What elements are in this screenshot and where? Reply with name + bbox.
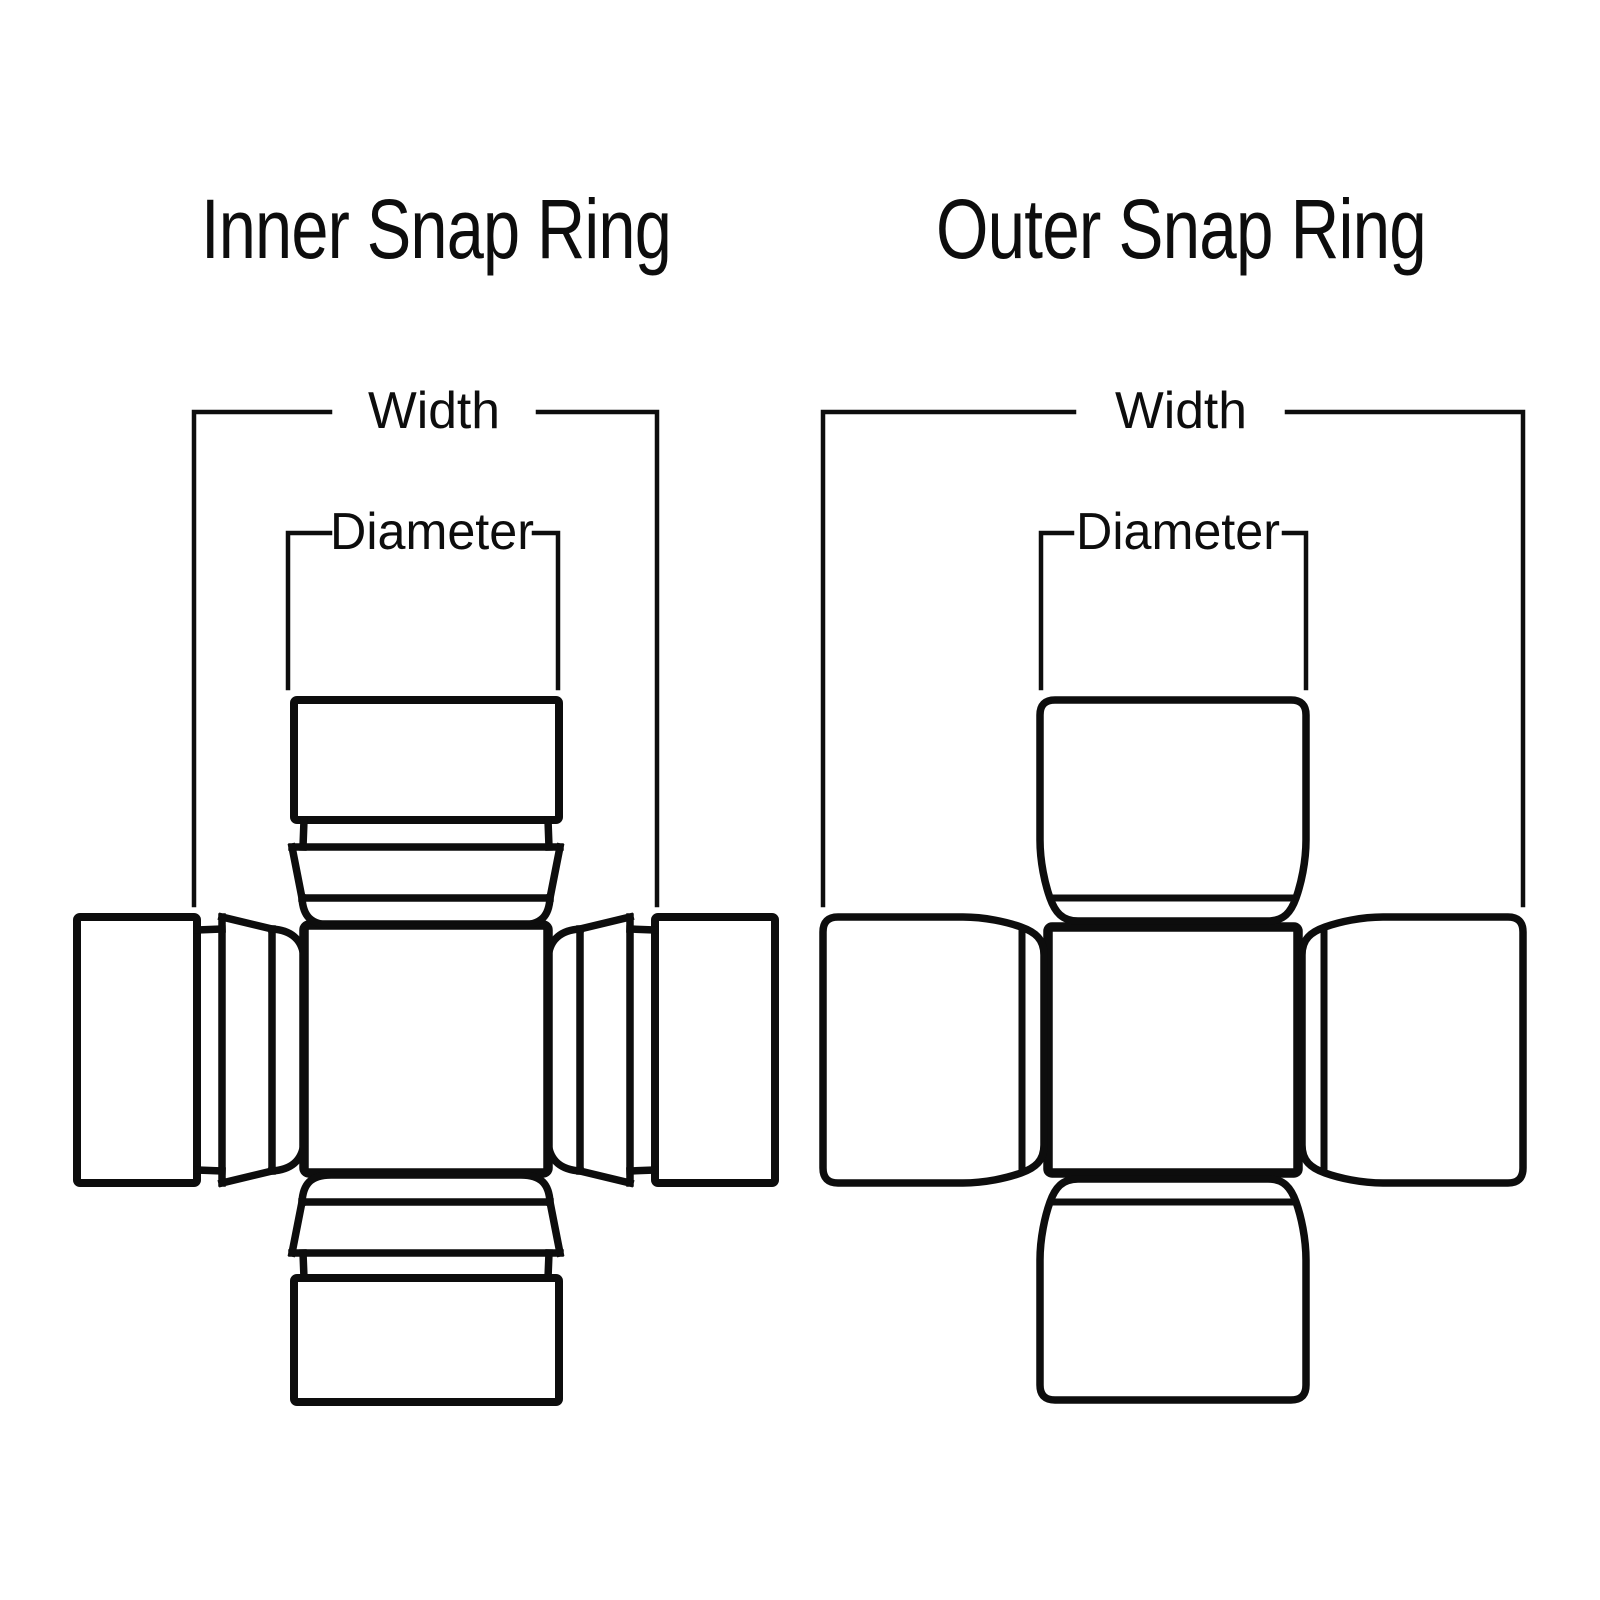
inner-diameter-label: Diameter (330, 503, 534, 561)
inner-right-snap-ring-groove (626, 925, 659, 1175)
outer-width-label: Width (1115, 382, 1247, 440)
inner-bottom-snap-ring-groove (299, 1249, 553, 1282)
outer-diameter-bracket-left (1038, 530, 1075, 691)
inner-width-bracket-right (535, 409, 660, 908)
inner-bottom-snap-ring (287, 1197, 565, 1258)
outer-bottom-bearing-cap (1036, 1175, 1310, 1404)
inner-top-snap-ring (287, 842, 565, 903)
inner-left-trunnion-transition (268, 925, 308, 1175)
inner-width-bracket-left (191, 409, 333, 908)
inner-right-bearing-cap (651, 913, 779, 1187)
outer-width-bracket-left (820, 409, 1077, 908)
outer-diameter-label: Diameter (1076, 503, 1280, 561)
inner-diameter-bracket-left (285, 530, 333, 691)
outer-top-bearing-cap (1036, 696, 1310, 925)
outer-snap-ring-diagram: Outer Snap Ring Width Diameter (819, 182, 1527, 1404)
inner-center-body (299, 920, 553, 1178)
outer-right-bearing-cap (1298, 913, 1527, 1187)
inner-left-snap-ring (217, 912, 277, 1188)
inner-left-bearing-cap (73, 913, 201, 1187)
inner-bottom-bearing-cap (290, 1274, 563, 1406)
inner-top-bearing-cap (290, 696, 563, 824)
outer-diagram-title: Outer Snap Ring (936, 182, 1426, 276)
inner-top-trunnion-transition (298, 894, 554, 929)
inner-bottom-trunnion-transition (298, 1171, 554, 1206)
inner-snap-ring-diagram: Inner Snap Ring Width Diameter (73, 182, 779, 1406)
outer-left-bearing-cap (819, 913, 1048, 1187)
inner-width-label: Width (368, 382, 500, 440)
inner-diagram-title: Inner Snap Ring (201, 182, 671, 276)
inner-top-snap-ring-groove (299, 816, 553, 851)
inner-diameter-bracket-right (531, 530, 561, 691)
outer-center-body (1043, 922, 1303, 1178)
outer-diameter-bracket-right (1281, 530, 1309, 691)
outer-width-bracket-right (1284, 409, 1526, 908)
inner-right-snap-ring (575, 912, 635, 1188)
inner-right-trunnion-transition (544, 925, 584, 1175)
inner-left-snap-ring-groove (193, 925, 226, 1175)
